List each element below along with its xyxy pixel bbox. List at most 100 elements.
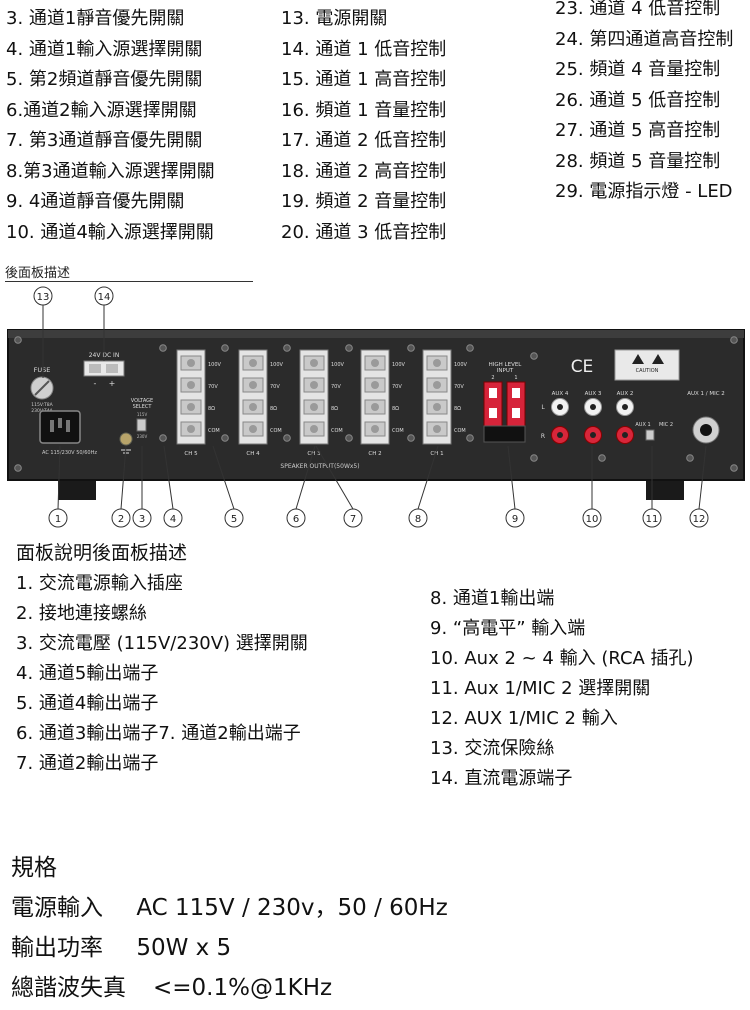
spec-title: 規格 [11, 855, 57, 881]
spec-row: 總諧波失真 <=0.1%@1KHz [11, 968, 448, 1008]
tap-label: 70V [454, 384, 464, 390]
tap-label: 70V [331, 384, 341, 390]
terminal-screw [310, 381, 318, 389]
rca-jack-aux3-l[interactable] [584, 398, 602, 416]
fuse-rating: 115V:T8A [31, 402, 53, 408]
voltage-switch[interactable] [136, 418, 147, 432]
rca-jack-aux4-r[interactable] [551, 426, 569, 444]
high-level-label: INPUT [497, 368, 514, 374]
leader-line [698, 445, 707, 510]
front-items-col1: 3. 通道1靜音優先開關 4. 通道1輸入源選擇開關 5. 第2頻道靜音優先開關… [6, 4, 215, 248]
foot-left [58, 478, 96, 500]
terminal-slot [512, 388, 520, 398]
terminal-screw [371, 359, 379, 367]
title-underline [5, 281, 253, 282]
screw [686, 454, 694, 462]
list-item: 5. 通道4輸出端子 [16, 693, 159, 714]
spec-label: 總諧波失真 [11, 975, 126, 1001]
channel-label: CH 4 [246, 451, 260, 457]
tap-label: 8Ω [454, 406, 461, 412]
callout-circle [48, 508, 68, 528]
spec-row: 電源輸入 AC 115V / 230v，50 / 60Hz [11, 888, 448, 928]
speaker-output-label: SPEAKER OUTPUT(50Wx5) [280, 463, 359, 470]
callout-circle [689, 508, 709, 528]
rca-jack-aux2-r[interactable] [616, 426, 634, 444]
terminal-screw [187, 381, 195, 389]
ce-mark: CE [571, 357, 594, 377]
channel-label: CH 2 [368, 451, 381, 457]
list-item: 17. 通道 2 低音控制 [281, 130, 447, 151]
tap-label: COM [392, 428, 404, 434]
list-item: 19. 頻道 2 音量控制 [281, 191, 447, 212]
callout-circle [582, 508, 602, 528]
screw [345, 434, 353, 442]
tap-label: COM [454, 428, 466, 434]
mic2-label: MIC 2 [659, 422, 673, 428]
callout-circle [132, 508, 152, 528]
rca-jack-aux4-l[interactable] [551, 398, 569, 416]
screw [530, 352, 538, 360]
screw [730, 464, 738, 472]
list-item: 7. 通道2輸出端子 [16, 753, 159, 774]
tap-label: 8Ω [270, 406, 277, 412]
list-item: 6. 通道3輸出端子7. 通道2輸出端子 [16, 723, 301, 744]
tap-label: 100V [270, 362, 284, 368]
terminal-screw [371, 381, 379, 389]
list-item: 13. 交流保險絲 [430, 738, 555, 759]
screw [221, 434, 229, 442]
tap-label: 8Ω [208, 406, 215, 412]
aux1-mic2-jack[interactable] [692, 416, 720, 444]
list-item: 10. 通道4輸入源選擇開關 [6, 221, 214, 243]
callout-number: 7 [350, 514, 356, 525]
spec-value: <=0.1%@1KHz [153, 975, 333, 1001]
callout-number: 5 [231, 514, 237, 525]
terminal-screw [187, 425, 195, 433]
list-item: 10. Aux 2 ~ 4 輸入 (RCA 插孔) [430, 648, 694, 669]
screw [283, 344, 291, 352]
dc-terminal [89, 364, 101, 373]
screw [345, 344, 353, 352]
ground-screw[interactable] [119, 432, 133, 446]
list-item: 4. 通道1輸入源選擇開關 [6, 38, 203, 60]
list-item: 8.第3通道輸入源選擇開關 [6, 160, 215, 182]
screw [221, 344, 229, 352]
leader-line [163, 445, 174, 510]
terminal-base [483, 425, 526, 443]
list-item: 29. 電源指示燈 - LED [555, 181, 733, 202]
ac-inlet-pin [66, 420, 70, 432]
rca-jack-aux3-r[interactable] [584, 426, 602, 444]
leader-line [417, 445, 439, 510]
channel-label: CH 5 [184, 451, 198, 457]
high-level-label: HIGH LEVEL [489, 362, 523, 368]
callout-number: 2 [118, 514, 124, 525]
rca-jack-aux2-l[interactable] [616, 398, 634, 416]
callout-circle [163, 508, 183, 528]
r-label: R [541, 433, 545, 440]
spec-label: 輸出功率 [11, 935, 103, 961]
vs-230: 230V [137, 434, 148, 439]
list-item: 25. 頻道 4 音量控制 [555, 59, 721, 80]
aux-label: AUX 3 [585, 391, 602, 397]
list-item: 6.通道2輸入源選擇開關 [6, 99, 197, 121]
tap-label: 8Ω [392, 406, 399, 412]
dc-terminal [106, 364, 118, 373]
terminal-screw [187, 403, 195, 411]
aux1-mic2-switch[interactable] [645, 429, 655, 441]
list-item: 20. 通道 3 低音控制 [281, 221, 447, 243]
caution-label [614, 349, 680, 381]
ac-inlet-pin [58, 418, 62, 428]
warning-icon [652, 354, 664, 364]
list-item: 5. 第2頻道靜音優先開關 [6, 69, 203, 90]
list-item: 27. 通道 5 高音控制 [555, 120, 721, 141]
caution-text: CAUTION [636, 368, 659, 374]
fuse-label: FUSE [34, 366, 51, 374]
list-item: 11. Aux 1/MIC 2 選擇開關 [430, 678, 651, 699]
screw [283, 434, 291, 442]
screw [159, 434, 167, 442]
channel-label: CH 3 [307, 451, 321, 457]
